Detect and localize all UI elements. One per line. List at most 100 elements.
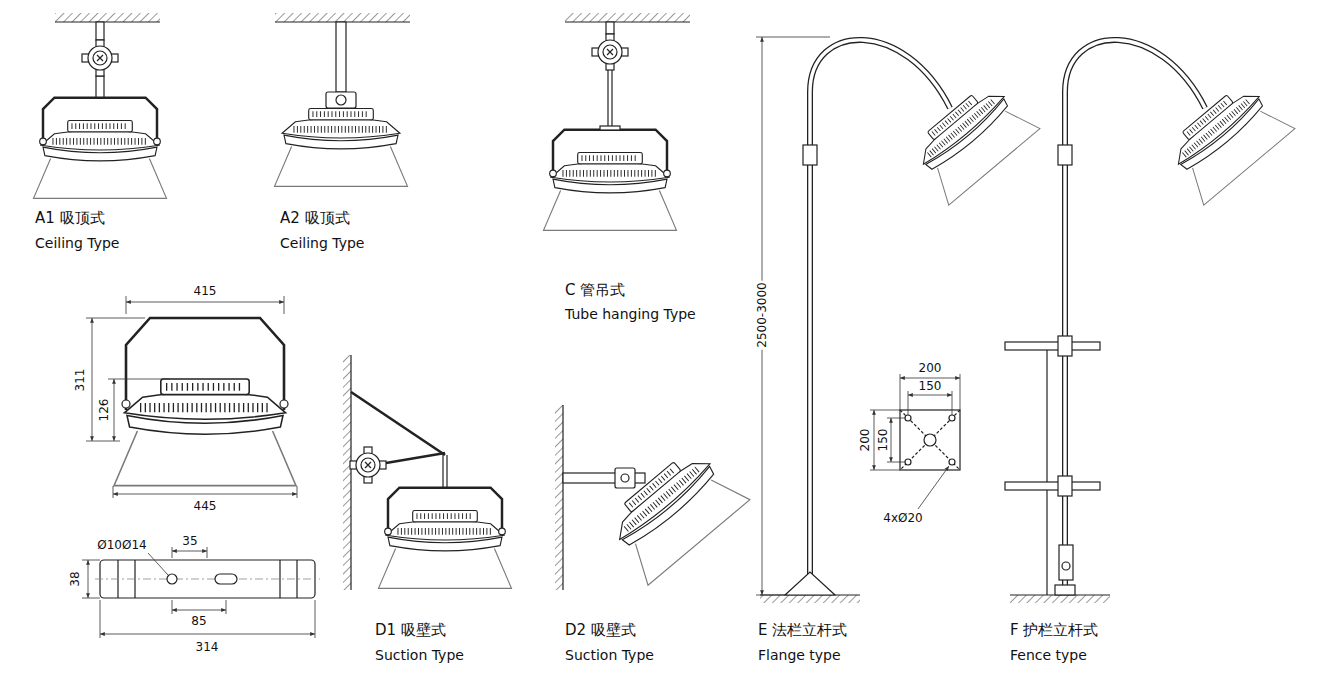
extension-line [126,296,284,314]
plate-hole [905,415,911,421]
leader-line [148,553,168,575]
dimension-label: 2500-3000 [756,280,768,349]
pole [810,40,950,585]
u-bracket [550,130,671,178]
dimension-label: 311 [74,367,86,394]
caption-en: Ceiling Type [35,236,119,251]
caption-en: Suction Type [565,648,654,663]
dimension-line [908,395,952,396]
caption-cn: A1 吸顶式 [35,210,105,227]
pole-inner [810,40,950,585]
dimension-line [92,318,93,441]
extension-line [86,318,170,441]
dimension-label: 314 [194,641,221,653]
caption-cn: D1 吸壁式 [375,622,446,639]
tube-plate [600,126,620,130]
mount-hole [167,574,177,584]
lamp [544,153,677,231]
plate-hole [949,459,955,465]
pole-clamp [1058,145,1072,165]
mount-box [326,92,356,108]
pole-clamp [803,145,817,165]
mount-slot [215,574,237,584]
ceiling-line [565,21,690,22]
stem [96,76,104,98]
extension-line [100,600,315,638]
pole-inner [1065,40,1205,588]
lamp [1159,75,1295,205]
ceiling-line [55,21,160,22]
ground-hatch [1010,595,1110,603]
switch-box [1059,545,1073,580]
dimension-label: 200 [859,427,871,454]
pole-base [1055,585,1075,595]
center-line [95,579,320,580]
dimension-line [172,610,226,611]
pole [1065,40,1205,588]
hanging-tube [442,455,443,488]
wall-hatch [555,405,563,590]
mount-box-cover [621,474,629,482]
extension-line [870,410,905,470]
dimension-label: 38 [69,569,81,588]
dimension-line [126,302,284,303]
wall-line [562,405,563,590]
fence-post [1046,350,1047,595]
wall-hatch [343,355,351,590]
dimension-line [172,551,207,552]
caption-cn: C 管吊式 [565,282,625,299]
dimension-label: 35 [180,535,199,547]
plate-hole [949,415,955,421]
plate-diagonal [900,410,960,470]
a2-ceiling-mount [275,13,411,186]
dimension-label: 150 [877,427,889,454]
dimensioned-lamp [86,296,297,498]
hanging-tube [607,70,608,128]
lamp [275,109,408,187]
switch-box-cover [1062,562,1070,570]
rail-clamp [1058,476,1072,496]
leader-line [918,466,949,509]
dimension-line [874,410,875,470]
fence-rail [1005,342,1100,350]
lamp [379,511,512,589]
caption-cn: A2 吸顶式 [280,210,350,227]
hanging-tube [611,70,612,128]
dimension-label: 4xØ20 [881,512,924,524]
dimension-label: 445 [192,500,219,512]
c-tube-hanging [544,13,691,230]
bracket-bolt [122,400,130,408]
caption-cn: F 护栏立杆式 [1010,622,1098,639]
bracket-arm [126,318,284,410]
u-bracket [385,488,506,536]
d2-wall-mount [555,405,750,590]
hanging-tube [446,455,447,488]
dimension-label: 415 [192,285,219,297]
rail-clamp [1058,336,1072,356]
stem [606,22,614,34]
mount-box [615,468,635,488]
dimension-label: 126 [98,397,110,424]
stem [96,22,104,40]
junction-box [350,447,386,483]
bracket-bolt [280,400,288,408]
e-flange-pole [756,37,1040,603]
conduit [386,453,445,463]
dimension-line [113,494,297,495]
mount-box-cover [336,95,346,105]
flange-base [785,572,835,595]
a1-ceiling-mount [33,13,166,198]
extension-line [172,547,207,558]
extension-line [172,600,226,614]
fence-rail [1005,482,1100,490]
lamp [598,440,750,585]
dimension-label: 150 [917,380,944,392]
caption-cn: D2 吸壁式 [565,622,636,639]
dimension-label: Ø10Ø14 [95,539,148,551]
caption-cn: E 法栏立杆式 [758,622,847,639]
bracket-bar-detail [82,547,320,638]
caption-en: Tube hanging Type [565,307,696,322]
dimension-line [891,418,892,462]
dimension-line [100,634,315,635]
caption-en: Fence type [1010,648,1087,663]
